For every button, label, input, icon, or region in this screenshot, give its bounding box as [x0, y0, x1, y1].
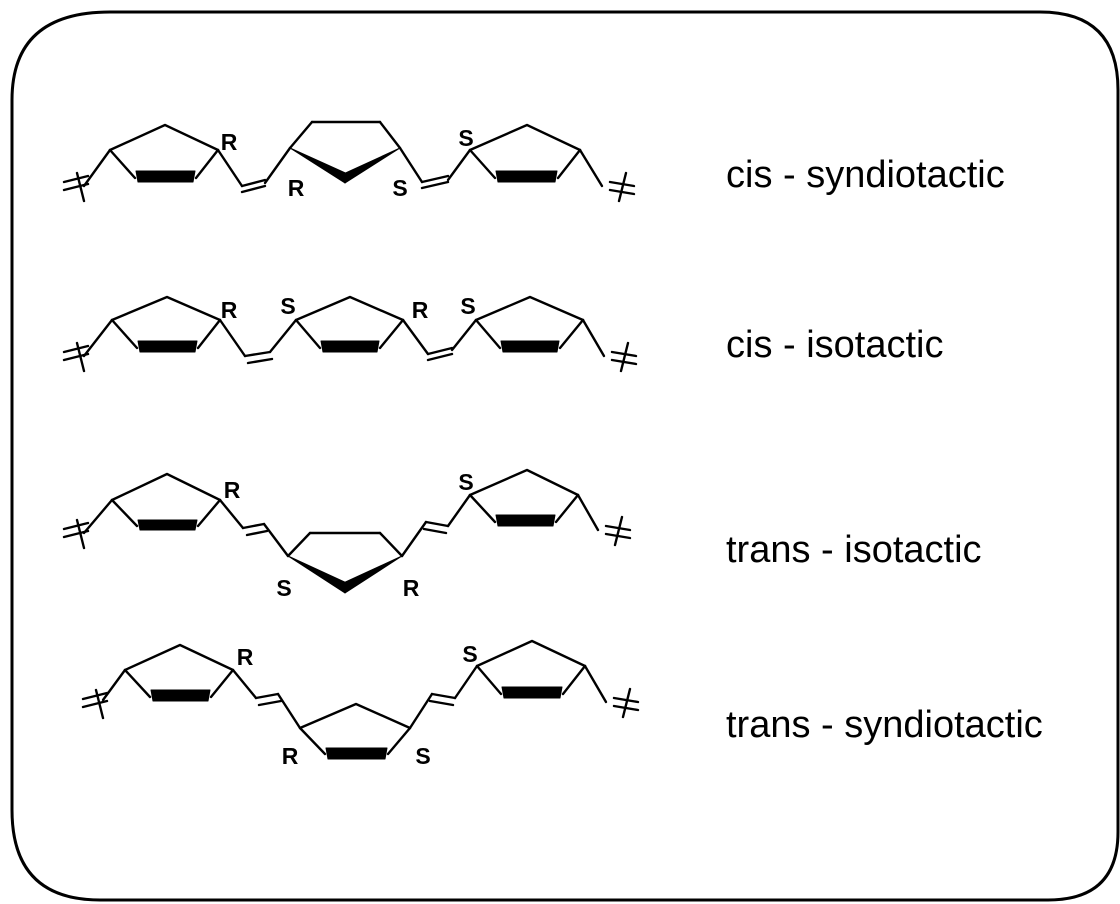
chain-end-right: [610, 341, 638, 373]
label-trans-isotactic: trans - isotactic: [726, 529, 982, 571]
label-cis-syndiotactic: cis - syndiotactic: [726, 154, 1005, 196]
chain-end-left: [81, 688, 109, 720]
structure-cis-syndiotactic: [62, 120, 636, 203]
cyclopentane-ring: [110, 295, 222, 353]
stereocenter-r: R: [237, 644, 254, 670]
cyclopentane-ring: [475, 639, 587, 699]
label-cis-isotactic: cis - isotactic: [726, 324, 943, 366]
stereocenter-r: R: [412, 297, 429, 323]
stereocenter-r: R: [221, 129, 238, 155]
cyclopentane-ring: [288, 120, 402, 184]
cyclopentane-ring: [123, 643, 235, 702]
structure-trans-syndiotactic: [81, 639, 640, 760]
stereocenter-s: S: [415, 743, 430, 769]
cyclopentane-ring: [474, 295, 585, 353]
cyclopentane-ring: [298, 702, 412, 760]
stereocenter-r: R: [282, 743, 299, 769]
stereocenter-r: R: [403, 575, 420, 601]
chain-end-right: [604, 515, 632, 547]
stereocenter-s: S: [458, 469, 473, 495]
stereocenter-labels: R R S S R S R S R S R S R R S S: [221, 125, 478, 769]
cyclopentane-ring: [286, 531, 404, 594]
stereocenter-s: S: [460, 293, 475, 319]
chain-end-right: [612, 687, 640, 719]
label-trans-syndiotactic: trans - syndiotactic: [726, 704, 1043, 746]
structure-cis-isotactic: [62, 295, 638, 373]
cyclopentane-ring: [110, 472, 222, 531]
stereocenter-s: S: [462, 641, 477, 667]
cyclopentane-ring: [294, 295, 405, 353]
cyclopentane-ring: [468, 123, 582, 183]
stereocenter-s: S: [458, 125, 473, 151]
stereocenter-r: R: [224, 477, 241, 503]
cyclopentane-ring: [468, 468, 580, 527]
cyclopentane-ring: [108, 123, 220, 183]
stereocenter-r: R: [288, 175, 305, 201]
structure-trans-isotactic: [62, 468, 632, 594]
stereocenter-s: S: [392, 175, 407, 201]
stereocenter-s: S: [276, 575, 291, 601]
stereocenter-r: R: [221, 297, 238, 323]
chain-end-right: [608, 171, 636, 203]
stereocenter-s: S: [280, 293, 295, 319]
diagram-frame: [10, 10, 1120, 902]
